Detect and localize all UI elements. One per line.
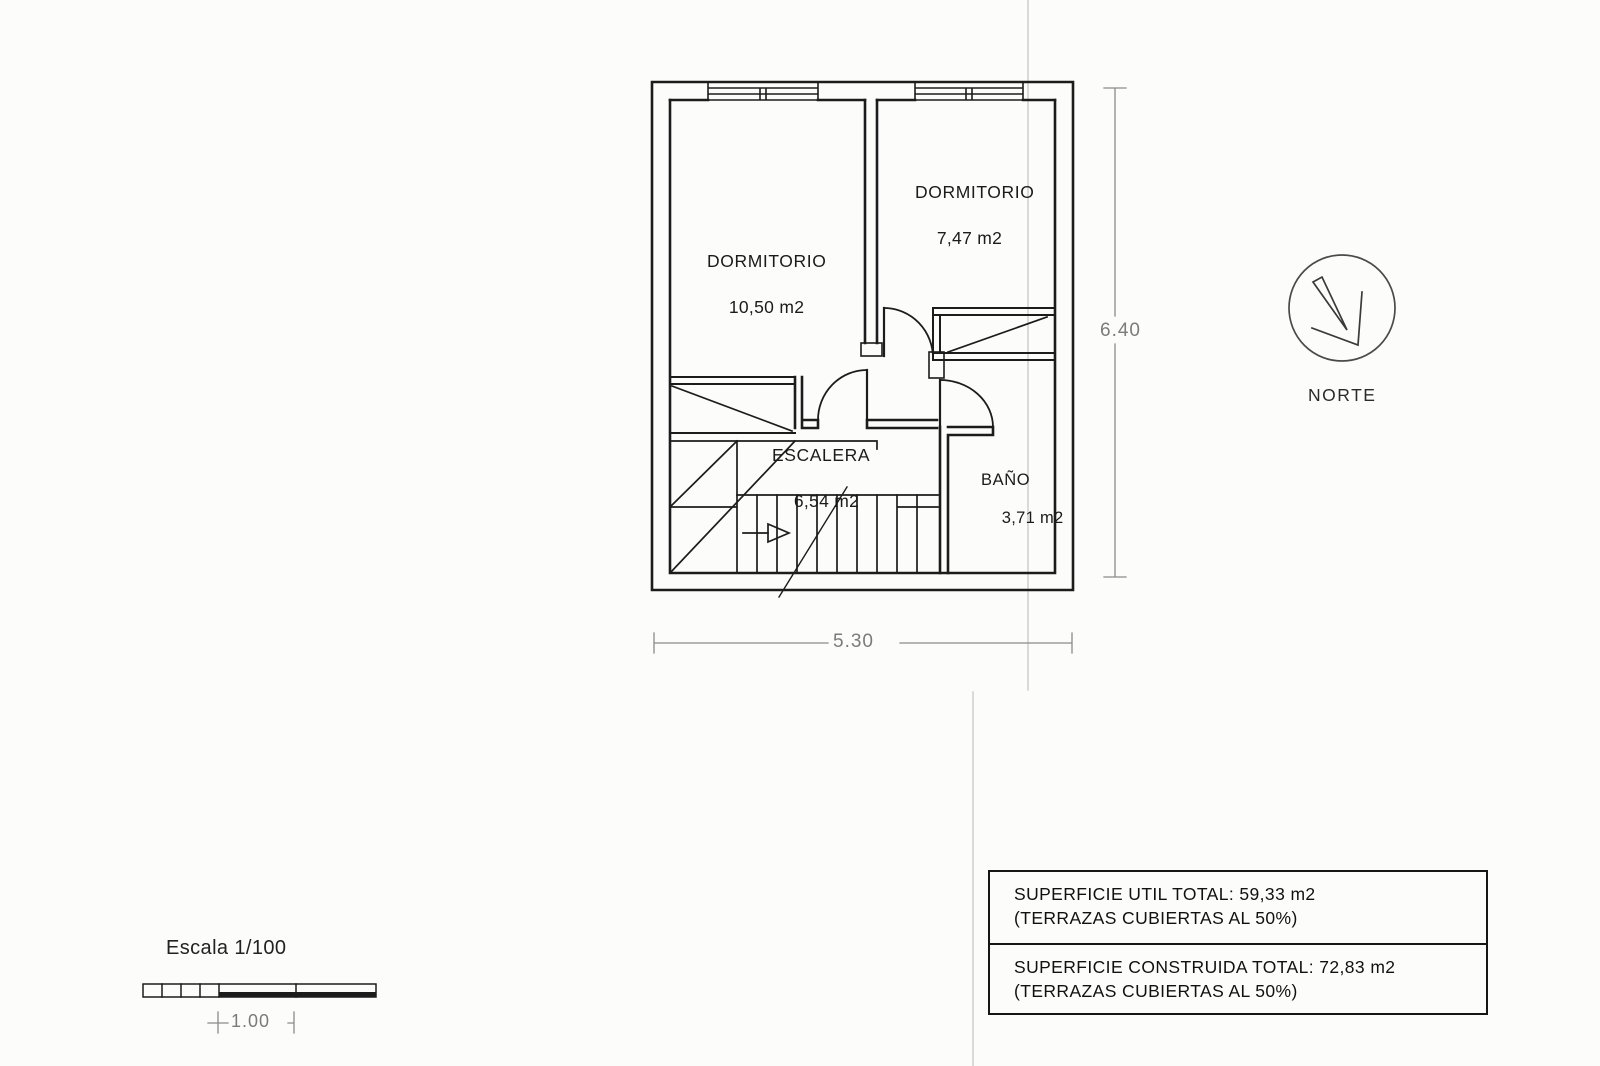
fold-crease-lines [972,0,1029,1066]
summary-util-total: SUPERFICIE UTIL TOTAL: 59,33 m2 [1014,884,1316,904]
surface-summary-table: SUPERFICIE UTIL TOTAL: 59,33 m2 (TERRAZA… [988,870,1488,1015]
closet-symbols [669,307,1056,434]
room-label-dormitorio-right: DORMITORIO 7,47 m2 [915,181,1034,250]
north-label: NORTE [1308,385,1377,405]
room-area: 3,71 m2 [1001,509,1064,527]
room-name: ESCALERA [772,445,871,465]
dimension-label-horizontal: 5.30 [833,631,874,652]
scale-caption: Escala 1/100 [166,937,287,959]
summary-construida-total: SUPERFICIE CONSTRUIDA TOTAL: 72,83 m2 [1014,956,1396,977]
room-area: 10,50 m2 [728,297,805,317]
scale-bar-value: 1.00 [231,1011,271,1031]
scale-bar [142,983,377,998]
stair-direction-arrowhead [767,522,792,544]
door-arcs [817,306,994,428]
walls [650,80,1075,592]
room-area: 6,54 m2 [793,491,860,511]
summary-row-construida: SUPERFICIE CONSTRUIDA TOTAL: 72,83 m2 (T… [990,945,1486,1017]
stairs-symbol [668,439,939,598]
room-area: 7,47 m2 [936,228,1003,248]
room-label-bano: BAÑO 3,71 m2 [981,471,1063,528]
north-arrow-icon [1288,254,1396,362]
door-jambs [860,342,945,379]
summary-construida-note: (TERRAZAS CUBIERTAS AL 50%) [1014,980,1298,1001]
dimension-label-vertical: 6.40 [1100,320,1141,341]
window-symbols [707,81,1024,101]
dimension-lines [207,87,1127,1034]
room-label-escalera: ESCALERA 6,54 m2 [772,444,870,513]
summary-util-note: (TERRAZAS CUBIERTAS AL 50%) [1014,908,1298,928]
room-name: DORMITORIO [915,182,1035,202]
room-name: BAÑO [981,471,1031,489]
room-label-dormitorio-left: DORMITORIO 10,50 m2 [707,250,826,319]
summary-row-util: SUPERFICIE UTIL TOTAL: 59,33 m2 (TERRAZA… [990,872,1486,945]
stair-break-line [778,486,848,598]
room-name: DORMITORIO [707,251,827,271]
